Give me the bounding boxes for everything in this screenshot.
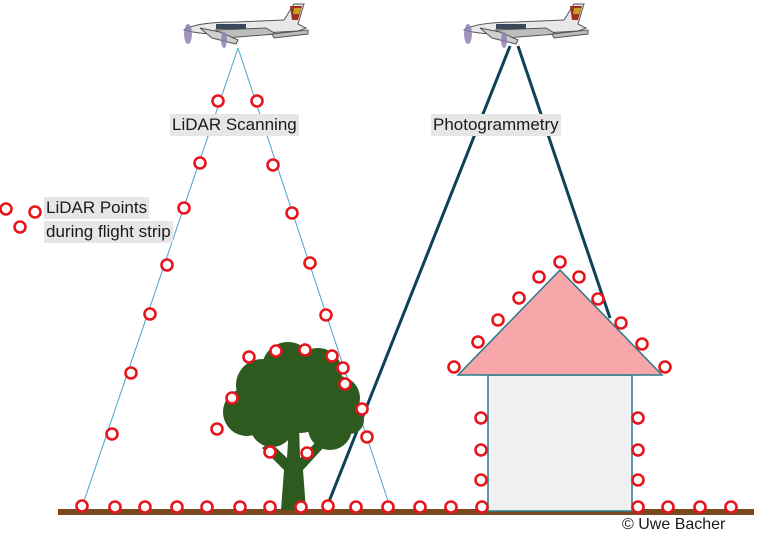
tree	[223, 342, 364, 510]
lidar-point	[242, 350, 256, 364]
lidar-point	[250, 94, 264, 108]
lidar-point	[475, 500, 489, 514]
lidar-point	[266, 158, 280, 172]
lidar-point	[325, 349, 339, 363]
lidar-point	[225, 391, 239, 405]
lidar-point	[512, 291, 526, 305]
lidar-points-label-line2: during flight strip	[44, 221, 173, 243]
lidar-point	[349, 500, 363, 514]
lidar-point	[572, 270, 586, 284]
lidar-point	[338, 377, 352, 391]
lidar-point	[263, 445, 277, 459]
lidar-point	[298, 343, 312, 357]
lidar-point	[355, 402, 369, 416]
lidar-point	[211, 94, 225, 108]
legend-point	[28, 205, 42, 219]
lidar-point	[658, 360, 672, 374]
lidar-point	[360, 430, 374, 444]
lidar-point	[693, 500, 707, 514]
lidar-point	[285, 206, 299, 220]
lidar-point	[471, 335, 485, 349]
lidar-point	[661, 500, 675, 514]
lidar-point	[631, 473, 645, 487]
legend-point	[0, 202, 13, 216]
tree-trunk	[262, 425, 325, 510]
lidar-point	[160, 258, 174, 272]
house	[456, 268, 664, 512]
lidar-point	[319, 308, 333, 322]
photogrammetry-label: Photogrammetry	[431, 114, 561, 136]
lidar-point	[75, 499, 89, 513]
airplane-photogrammetry	[462, 3, 589, 48]
lidar-point	[300, 446, 314, 460]
lidar-point	[631, 500, 645, 514]
lidar-points-label-line1: LiDAR Points	[44, 197, 150, 219]
photo-ray-right	[516, 45, 612, 319]
lidar-point	[614, 316, 628, 330]
lidar-point	[381, 500, 395, 514]
lidar-point	[444, 500, 458, 514]
house-wall	[487, 374, 633, 512]
lidar-point	[124, 366, 138, 380]
lidar-point	[210, 422, 224, 436]
tree-canopy	[223, 342, 364, 450]
house-roof	[456, 268, 664, 376]
lidar-point	[143, 307, 157, 321]
lidar-point	[263, 500, 277, 514]
lidar-point	[105, 427, 119, 441]
lidar-point	[170, 500, 184, 514]
lidar-point	[177, 201, 191, 215]
ground-line	[58, 509, 754, 515]
lidar-scanning-label: LiDAR Scanning	[170, 114, 299, 136]
lidar-point	[631, 411, 645, 425]
lidar-point	[631, 443, 645, 457]
legend-point	[13, 220, 27, 234]
lidar-point	[447, 360, 461, 374]
lidar-point	[474, 411, 488, 425]
lidar-point	[474, 443, 488, 457]
lidar-point	[591, 292, 605, 306]
lidar-point	[233, 500, 247, 514]
lidar-point	[303, 256, 317, 270]
lidar-point	[138, 500, 152, 514]
lidar-point	[532, 270, 546, 284]
lidar-point	[474, 473, 488, 487]
lidar-point	[269, 344, 283, 358]
lidar-point	[724, 500, 738, 514]
lidar-points	[0, 94, 738, 514]
copyright-text: © Uwe Bacher	[622, 516, 726, 533]
lidar-point	[336, 361, 350, 375]
lidar-point	[200, 500, 214, 514]
lidar-point	[553, 255, 567, 269]
airplane-lidar	[182, 3, 309, 48]
lidar-point	[193, 156, 207, 170]
lidar-point	[491, 313, 505, 327]
lidar-point	[635, 337, 649, 351]
lidar-point	[108, 500, 122, 514]
lidar-point	[294, 500, 308, 514]
lidar-point	[321, 499, 335, 513]
lidar-point	[413, 500, 427, 514]
